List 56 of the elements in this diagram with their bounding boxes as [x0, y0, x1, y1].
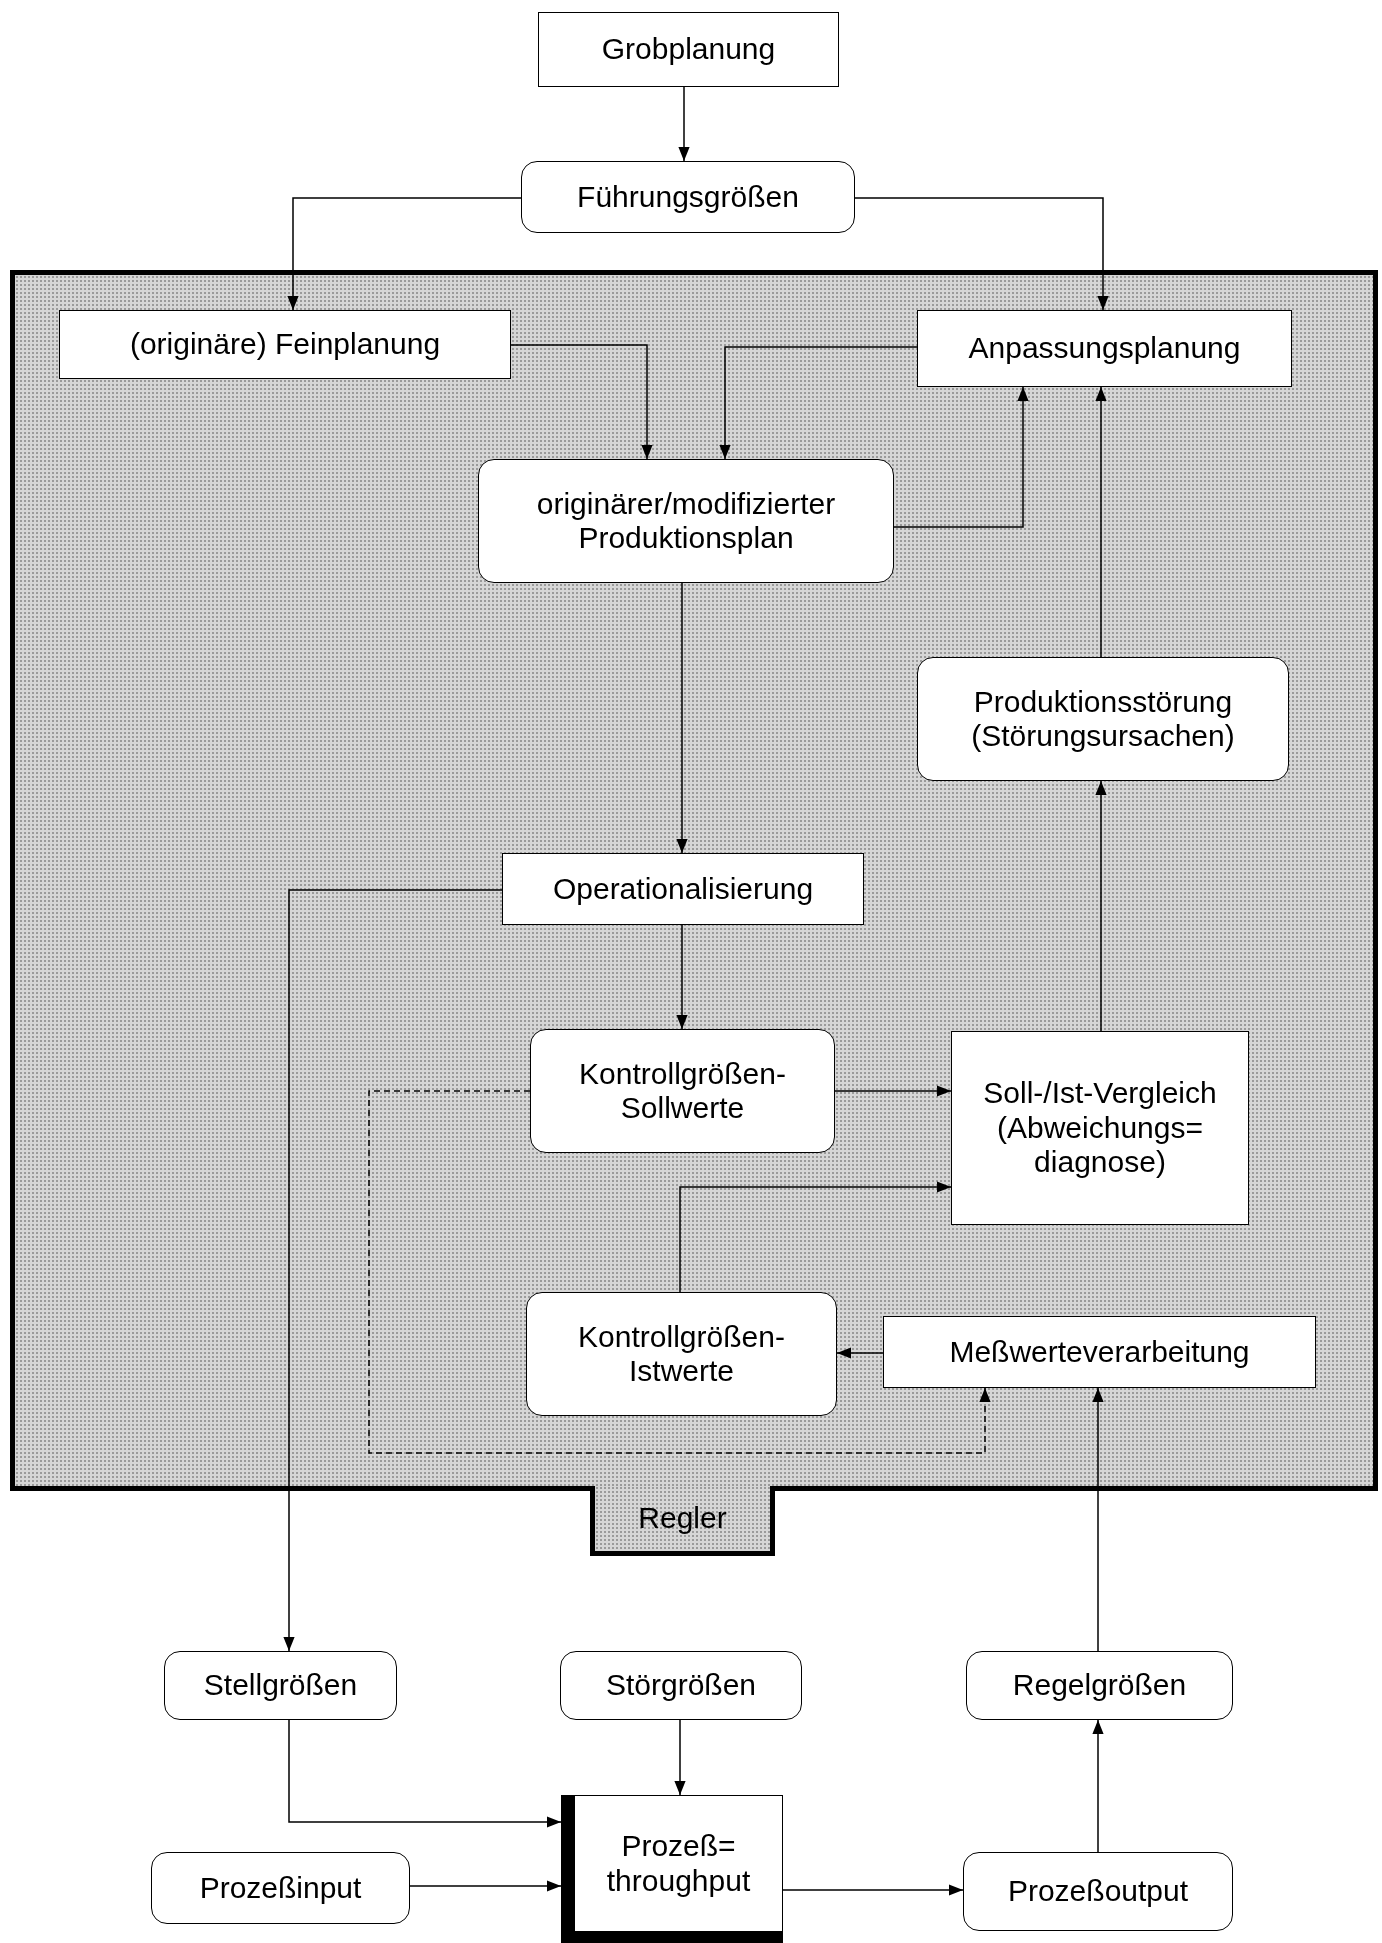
node-label: Störgrößen: [604, 1668, 758, 1703]
arrow: [283, 889, 503, 1652]
node-label: Operationalisierung: [551, 871, 815, 907]
node-label: Meßwerteverarbeitung: [948, 1334, 1251, 1370]
rounded-box: [530, 1029, 835, 1153]
rounded-box: [963, 1852, 1233, 1931]
arrow: [1095, 386, 1107, 658]
arrow: [676, 582, 688, 854]
node-label: Prozeßinput: [198, 1870, 363, 1906]
rounded-box: [526, 1292, 837, 1416]
process-box: [917, 310, 1292, 387]
node-label: (originäre) Feinplanung: [128, 327, 442, 362]
arrow: [854, 197, 1109, 311]
process-box: [538, 12, 839, 87]
node-label: Führungsgrößen: [576, 179, 800, 215]
rounded-box: [478, 459, 894, 583]
arrow: [782, 1884, 964, 1896]
rounded-box: [917, 657, 1289, 781]
arrow: [288, 1719, 562, 1828]
node-label: Kontrollgrößen-Istwerte: [577, 1319, 786, 1389]
node-label: Prozeßoutput: [1006, 1874, 1190, 1909]
arrow: [1092, 1387, 1104, 1652]
node-label: Grobplanung: [600, 32, 777, 67]
node-label: Produktionsstörung (Störungsursachen): [970, 684, 1236, 754]
arrow: [1095, 780, 1107, 1032]
arrow: [676, 924, 688, 1030]
arrow: [719, 346, 918, 460]
arrow: [678, 86, 690, 162]
rounded-box: [966, 1651, 1233, 1720]
process-box: [59, 310, 511, 379]
node-label: Soll-/Ist-Vergleich (Abweichungs= diagnose): [982, 1076, 1218, 1180]
process-box: [561, 1795, 783, 1943]
node-label: Regelgrößen: [1011, 1668, 1188, 1703]
rounded-box: [164, 1651, 397, 1720]
arrow: [287, 197, 522, 311]
node-label: Prozeß= throughput: [605, 1829, 752, 1898]
process-box: [502, 853, 864, 925]
arrow: [836, 1347, 884, 1359]
node-label: Stellgrößen: [202, 1668, 359, 1703]
controller-label: Regler: [590, 1486, 775, 1556]
arrow: [893, 386, 1029, 528]
arrow: [674, 1719, 686, 1796]
arrow: [834, 1085, 952, 1097]
process-box: [883, 1316, 1316, 1388]
arrow: [679, 1181, 952, 1293]
arrow: [1092, 1719, 1104, 1853]
node-label: originärer/modifizierter Produktionsplan: [535, 486, 837, 556]
arrow: [510, 344, 653, 460]
node-label: Anpassungsplanung: [967, 331, 1242, 366]
arrow: [409, 1880, 562, 1892]
rounded-box: [560, 1651, 802, 1720]
arrow: [368, 1090, 991, 1454]
rounded-box: [151, 1852, 410, 1924]
process-box: [951, 1031, 1249, 1225]
node-label: Kontrollgrößen-Sollwerte: [578, 1056, 787, 1126]
rounded-box: [521, 161, 855, 233]
